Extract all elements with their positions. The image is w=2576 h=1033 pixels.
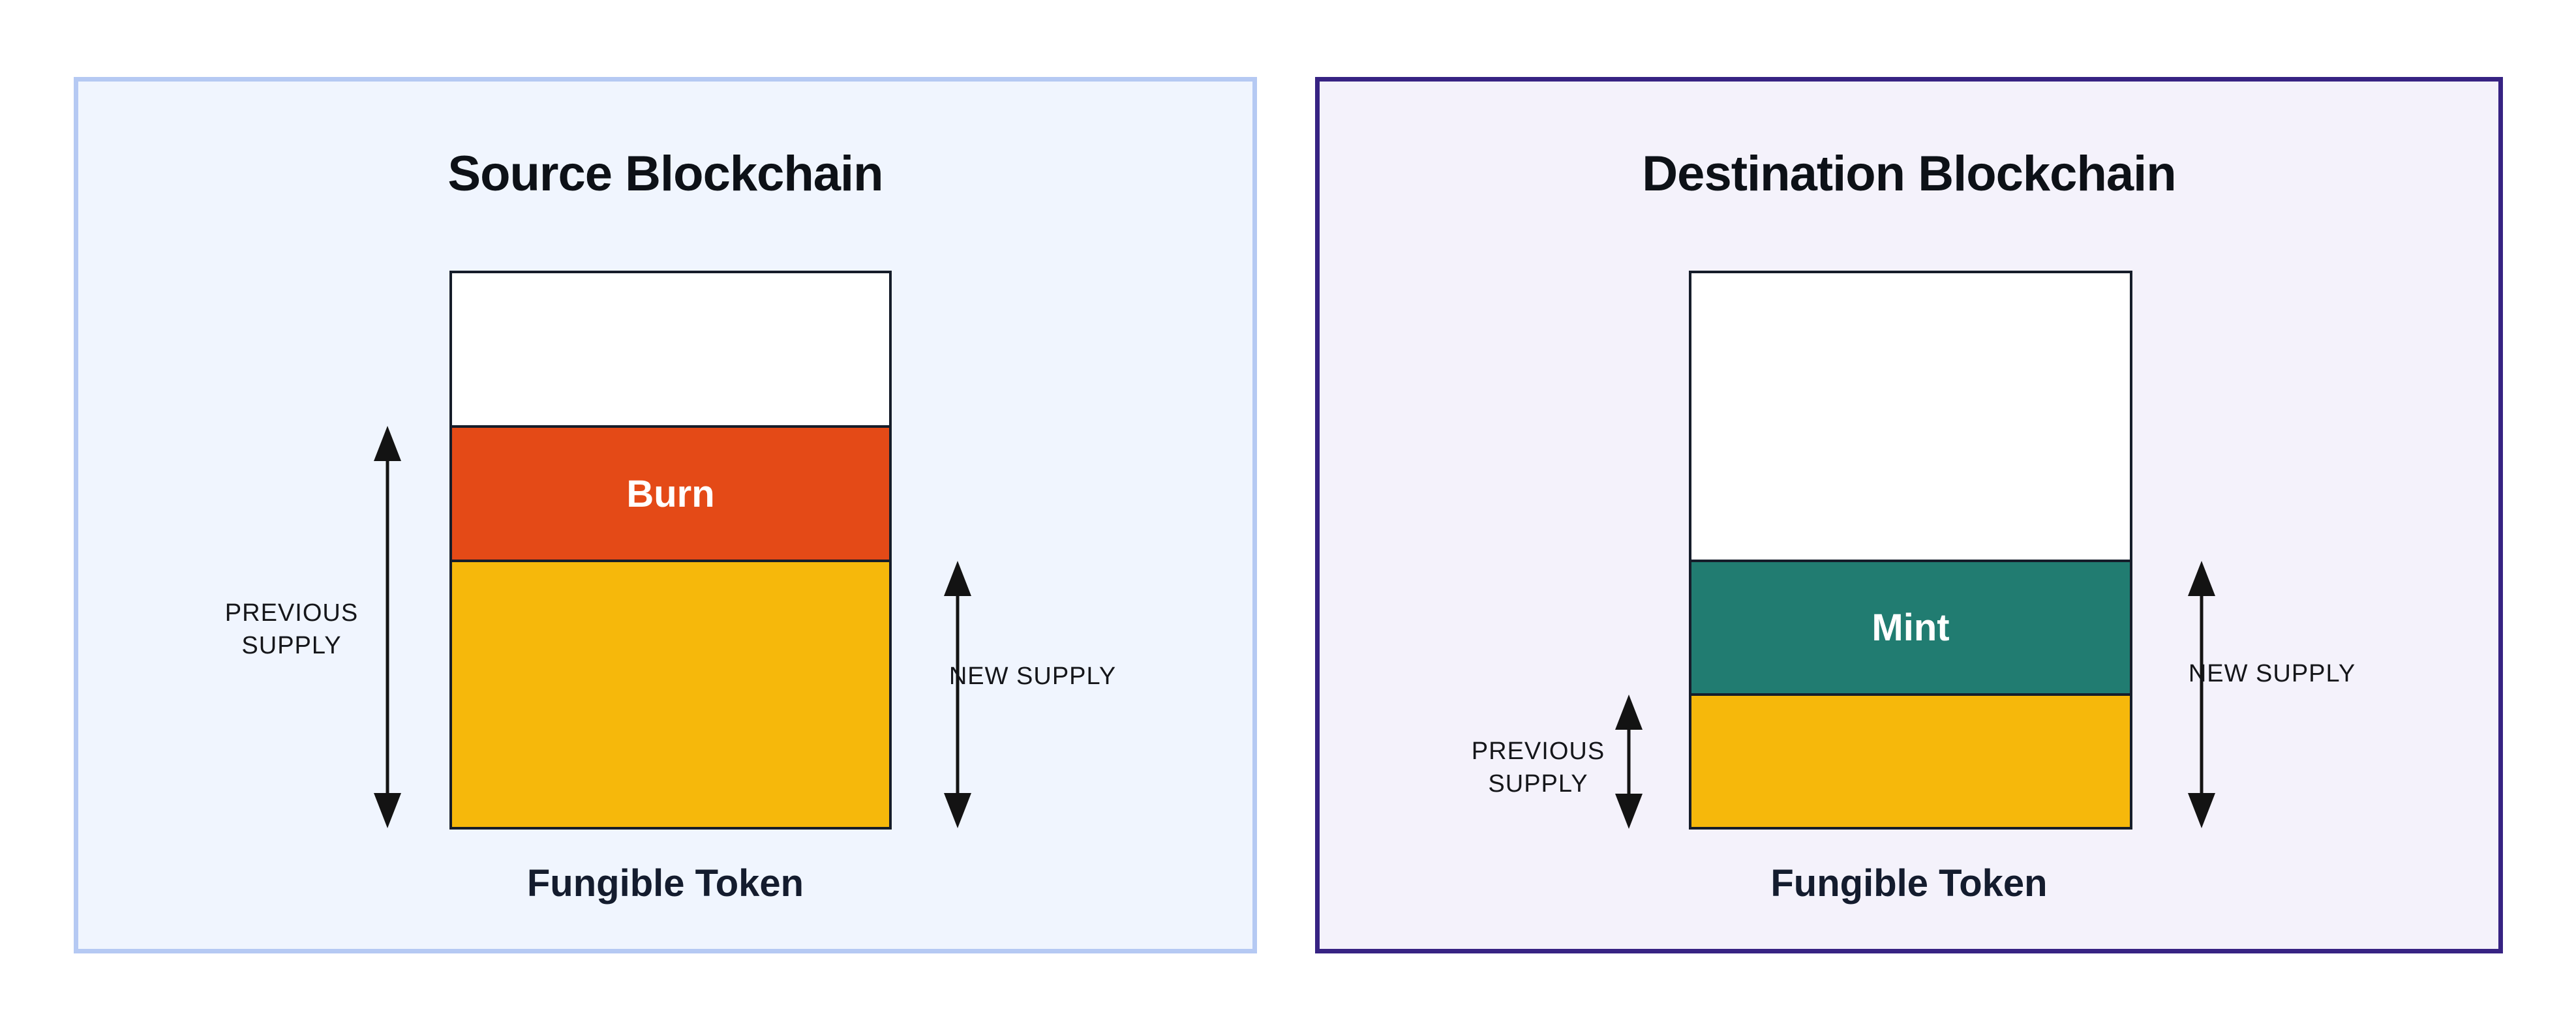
destination-new-supply-arrow-icon <box>2186 560 2217 833</box>
source-remaining-supply-segment <box>452 559 889 827</box>
destination-previous-supply-label: PREVIOUS SUPPLY <box>1471 738 1605 798</box>
mint-segment: Mint <box>1691 559 2130 694</box>
source-panel-title: Source Blockchain <box>447 146 883 202</box>
mint-segment-label: Mint <box>1871 606 1950 650</box>
destination-panel-title: Destination Blockchain <box>1642 146 2176 202</box>
destination-new-supply-label: NEW SUPPLY <box>2188 660 2356 687</box>
destination-blockchain-panel: Destination Blockchain Mint PREVIOUS SUP… <box>1315 77 2503 953</box>
source-unallocated-segment <box>452 273 889 426</box>
source-new-supply-label: NEW SUPPLY <box>948 663 1117 690</box>
destination-unallocated-segment <box>1691 273 2130 560</box>
source-token-caption: Fungible Token <box>526 862 804 905</box>
burn-segment: Burn <box>452 425 889 560</box>
destination-token-caption: Fungible Token <box>1770 862 2048 905</box>
destination-token-supply-bar: Mint <box>1689 271 2132 830</box>
source-blockchain-panel: Source Blockchain Burn PREVIOUS SUPPLY N… <box>74 77 1257 953</box>
source-token-supply-bar: Burn <box>449 271 892 830</box>
source-previous-supply-label: PREVIOUS SUPPLY <box>224 599 359 660</box>
source-new-supply-arrow-icon <box>942 560 973 833</box>
source-previous-supply-arrow-icon <box>372 425 403 833</box>
destination-previous-supply-segment <box>1691 693 2130 827</box>
destination-previous-supply-arrow-icon <box>1613 693 1644 833</box>
burn-segment-label: Burn <box>626 472 715 515</box>
